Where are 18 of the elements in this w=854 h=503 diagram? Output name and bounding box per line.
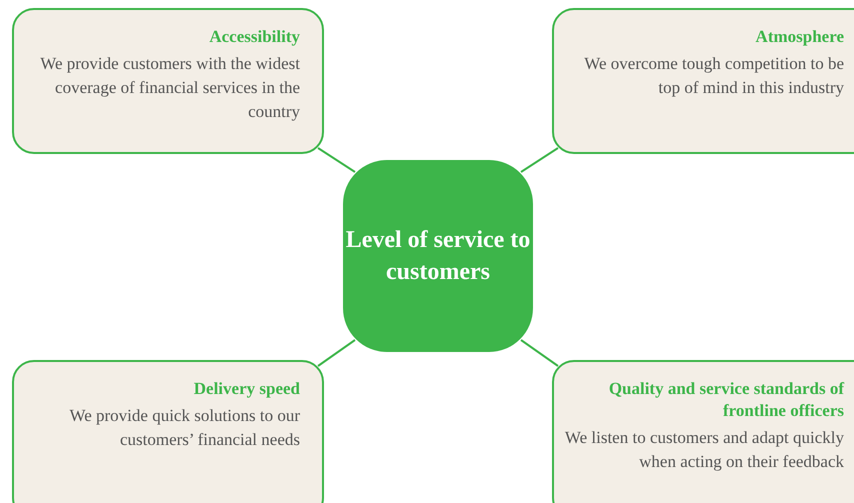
card-heading: Delivery speed bbox=[192, 378, 300, 400]
card-description: We overcome tough competition to be top of mind in this industry bbox=[583, 53, 844, 99]
card-description: We listen to customers and adapt quickly when acting on their feedback bbox=[564, 427, 844, 473]
card-heading: Atmosphere bbox=[754, 26, 844, 48]
info-card bbox=[12, 8, 324, 154]
card-heading: Quality and service standards of frontline officers bbox=[608, 378, 844, 422]
info-card bbox=[552, 360, 854, 503]
central-title: Level of service to customers bbox=[344, 226, 532, 287]
card-description: We provide quick solutions to our customers’ financial needs bbox=[68, 405, 300, 451]
central-box bbox=[343, 160, 533, 352]
card-description: We provide customers with the widest coverage of financial services in the country bbox=[39, 53, 300, 123]
connector-line bbox=[317, 339, 356, 367]
info-card bbox=[552, 8, 854, 154]
connector-line bbox=[520, 147, 559, 173]
connector-line bbox=[520, 339, 559, 367]
card-heading: Accessibility bbox=[208, 26, 300, 48]
connector-line bbox=[317, 147, 356, 173]
info-card bbox=[12, 360, 324, 503]
